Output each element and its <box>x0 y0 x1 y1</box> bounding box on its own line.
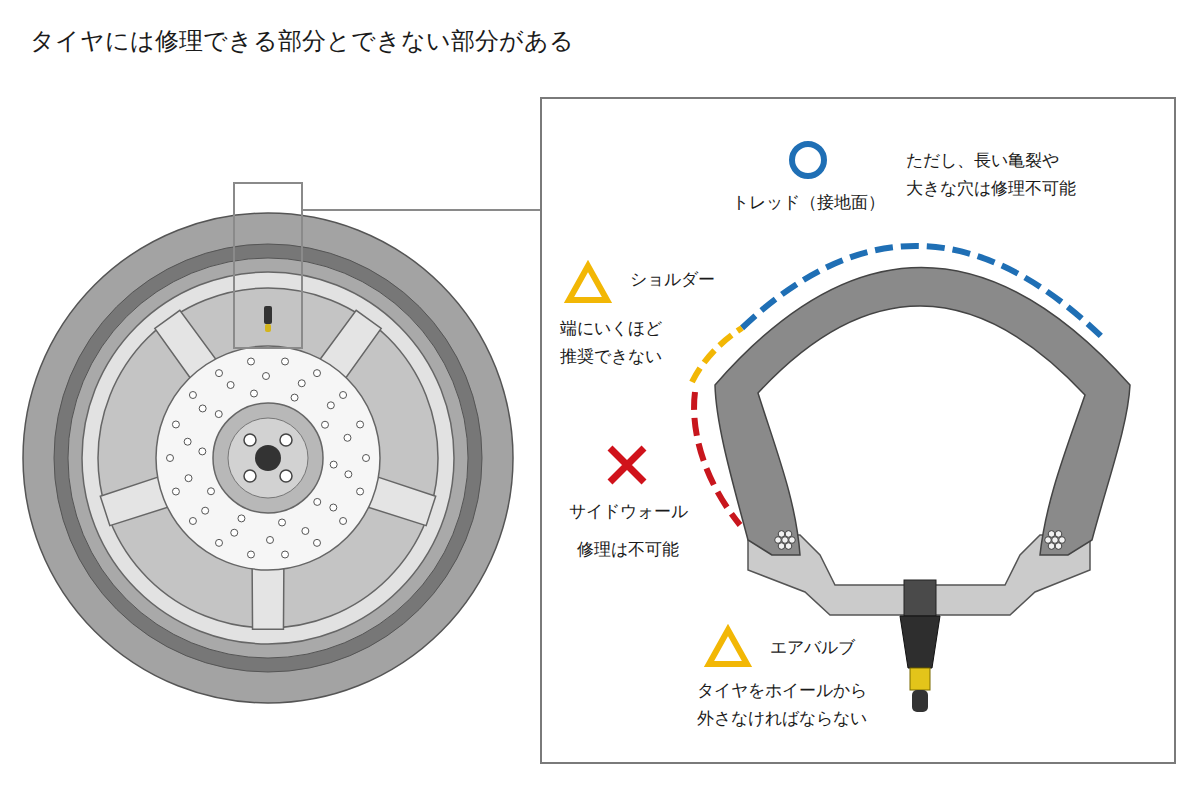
part-label: トレッド（接地面） <box>732 191 885 213</box>
disc-hole <box>282 358 289 365</box>
disc-hole <box>298 380 305 387</box>
disc-hole <box>189 392 196 399</box>
ok-mark <box>792 144 824 176</box>
disc-hole <box>215 411 222 418</box>
caution-mark <box>709 630 747 664</box>
disc-hole <box>207 488 214 495</box>
disc-hole <box>216 539 223 546</box>
air-valve <box>900 580 940 712</box>
disc-hole <box>357 421 364 428</box>
disc-hole <box>247 358 254 365</box>
note-text: 修理は不可能 <box>577 538 679 560</box>
shoulder-zone <box>692 328 742 382</box>
disc-hole <box>167 455 174 462</box>
disc-hole <box>340 517 347 524</box>
part-label: エアバルブ <box>770 636 855 658</box>
disc-hole <box>172 421 179 428</box>
disc-hole <box>279 519 286 526</box>
zoom-frame <box>234 183 302 348</box>
disc-hole <box>227 382 234 389</box>
disc-hole <box>357 488 364 495</box>
part-label: サイドウォール <box>569 500 688 522</box>
disc-hole <box>344 434 351 441</box>
disc-hole <box>238 515 245 522</box>
disc-hole <box>172 488 179 495</box>
disc-hole <box>327 402 334 409</box>
disc-hole <box>340 392 347 399</box>
disc-hole <box>282 551 289 558</box>
disc-hole <box>322 421 329 428</box>
disc-hole <box>262 373 269 380</box>
disc-hole <box>199 448 206 455</box>
diagram-title: タイヤには修理できる部分とできない部分がある <box>30 26 574 57</box>
disc-hole <box>314 539 321 546</box>
note-text: ただし、長い亀裂や 大きな穴は修理不可能 <box>906 146 1076 202</box>
disc-hole <box>250 390 257 397</box>
ng-mark <box>610 448 644 482</box>
bead-wire <box>775 531 1066 550</box>
disc-hole <box>202 507 209 514</box>
note-text: 端にいくほど 推奨できない <box>560 314 662 370</box>
disc-hole <box>199 405 206 412</box>
disc-hole <box>231 529 238 536</box>
disc-hole <box>185 475 192 482</box>
disc-hole <box>189 517 196 524</box>
disc-hole <box>330 504 337 511</box>
sidewall-zone <box>694 392 740 525</box>
caution-mark <box>569 266 607 300</box>
wheel-drawing <box>23 213 513 703</box>
disc-hole <box>291 394 298 401</box>
tread-zone <box>742 246 1105 340</box>
disc-hole <box>267 536 274 543</box>
zoom-line <box>302 209 541 211</box>
disc-hole <box>184 438 191 445</box>
disc-hole <box>314 370 321 377</box>
disc-hole <box>345 471 352 478</box>
part-label: ショルダー <box>630 268 715 290</box>
disc-hole <box>216 370 223 377</box>
disc-hole <box>363 455 370 462</box>
disc-hole <box>302 527 309 534</box>
note-text: タイヤをホイールから 外さなければならない <box>697 676 867 732</box>
detail-panel <box>541 98 1175 763</box>
disc-hole <box>314 498 321 505</box>
disc-hole <box>247 551 254 558</box>
disc-hole <box>330 461 337 468</box>
